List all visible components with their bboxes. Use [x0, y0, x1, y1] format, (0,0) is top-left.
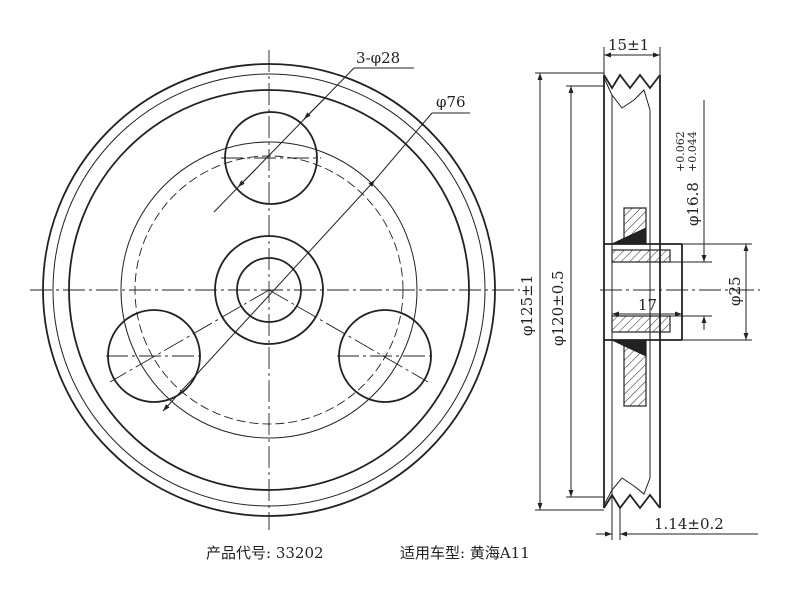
front-view: 3-φ28 φ76 — [30, 49, 520, 530]
bore-dia-label: φ16.8 — [684, 182, 702, 226]
bore-tol-upper-label: +0.062 — [674, 131, 687, 172]
bore-tol-lower-label: +0.044 — [686, 131, 699, 172]
groove-bottom-profile — [603, 477, 651, 506]
holes-leader-line — [213, 67, 355, 213]
hub-length-label: 17 — [638, 296, 657, 314]
pcd-dimension-label: φ76 — [436, 93, 466, 111]
holes-arrow-2 — [303, 97, 326, 120]
hole-bl-radial-line — [109, 289, 270, 383]
hole-br-radial-line — [268, 289, 429, 383]
hub-dia-label: φ25 — [726, 276, 744, 306]
width-label: 15±1 — [608, 36, 649, 54]
holes-dimension-label: 3-φ28 — [356, 49, 400, 67]
holes-arrow-1 — [237, 169, 256, 188]
offset-label: 1.14±0.2 — [654, 515, 724, 533]
product-code-caption: 产品代号: 33202 — [206, 544, 324, 562]
groove-top-profile — [603, 77, 651, 111]
grooves-top — [603, 73, 661, 90]
hub-hatched-bottom — [611, 315, 671, 333]
vehicle-caption: 适用车型: 黄海A11 — [400, 544, 530, 562]
hub-hatched-top — [611, 249, 671, 263]
section-view: 17 φ125±1 φ120±0.5 15±1 φ16.8 +0.062 +0.… — [518, 36, 760, 540]
pcd-dimension-line — [162, 179, 376, 412]
pcd-leader-line — [374, 112, 433, 181]
groove-dia-label: φ120±0.5 — [549, 270, 567, 346]
outer-dia-label: φ125±1 — [518, 275, 536, 336]
